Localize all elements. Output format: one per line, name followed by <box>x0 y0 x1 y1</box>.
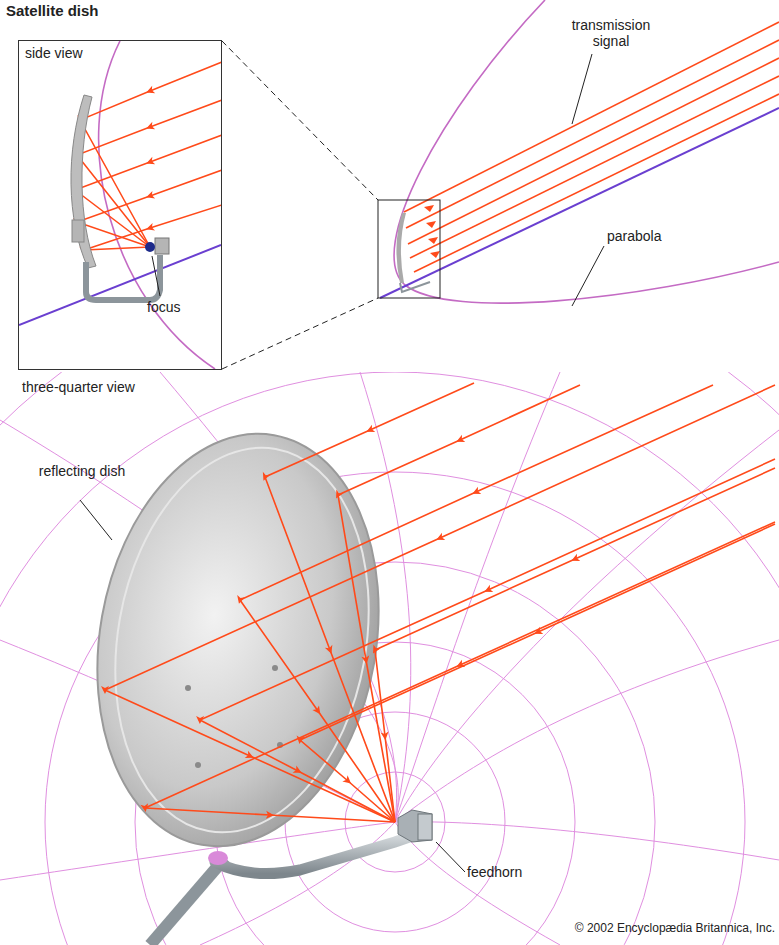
inset-box: side view focus <box>18 40 222 370</box>
signal-label: transmission signal <box>565 17 657 49</box>
focus-label: focus <box>147 299 180 315</box>
title: Satellite dish <box>6 3 99 19</box>
copyright: © 2002 Encyclopædia Britannica, Inc. <box>575 920 775 936</box>
feedhorn-label: feedhorn <box>467 864 522 880</box>
view-label: side view <box>25 45 83 61</box>
parabola-label: parabola <box>607 228 662 244</box>
dish-label: reflecting dish <box>38 463 126 479</box>
view-label: three-quarter view <box>22 379 135 395</box>
